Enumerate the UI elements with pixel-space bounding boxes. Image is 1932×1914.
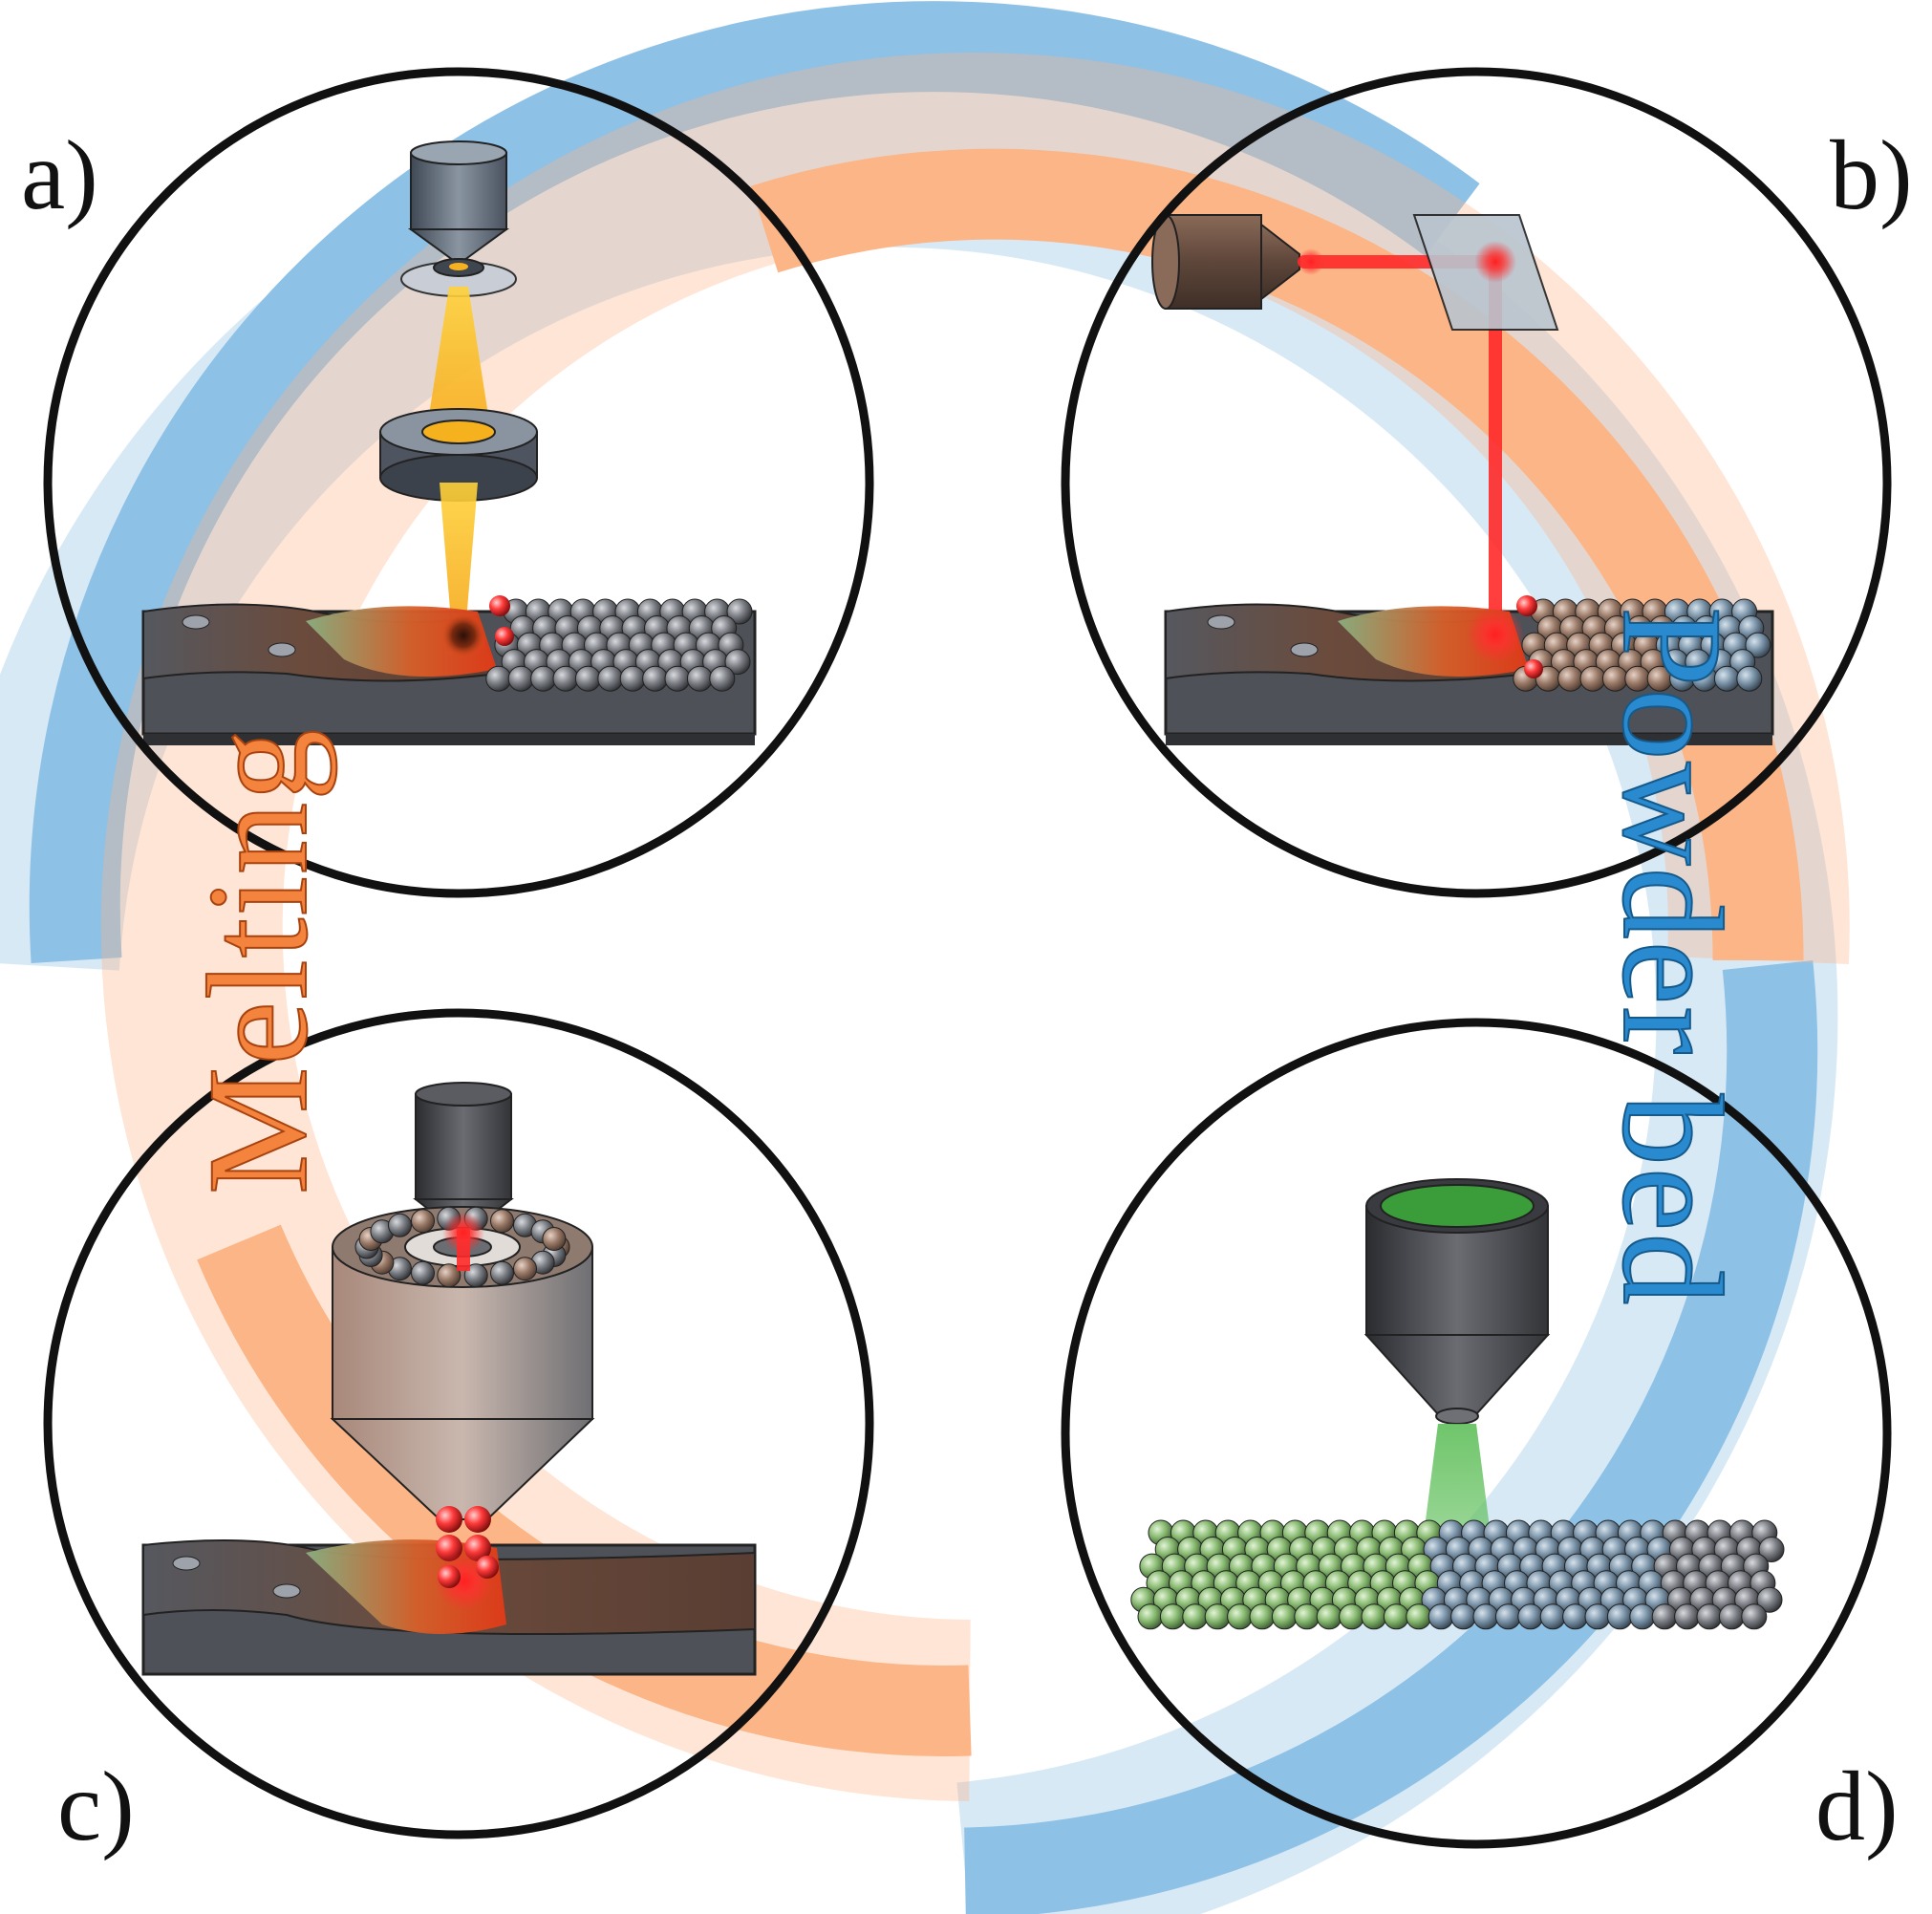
panel-c-circle (43, 1008, 874, 1839)
powder-particle (1428, 1603, 1454, 1630)
panel-circles (43, 67, 1892, 1849)
powder-particle (1736, 665, 1763, 692)
powder-particle (490, 1209, 514, 1234)
powder-particle (513, 1257, 537, 1281)
powder-particle (1741, 1603, 1768, 1630)
powder-particle (437, 1263, 462, 1288)
panel-c-directed-energy-deposition (141, 1082, 757, 1676)
powder-particle (1294, 1603, 1320, 1630)
powder-particle (463, 1263, 488, 1288)
powder-particle (1517, 1603, 1544, 1630)
powder-particle (664, 665, 691, 692)
powder-particle (1204, 1603, 1231, 1630)
panel-d-circle (1061, 1018, 1892, 1849)
powder-particle (1629, 1603, 1656, 1630)
laser-focus-glow (442, 1212, 484, 1254)
powder-particle (1450, 1603, 1477, 1630)
panel-a-electron-beam-melting (141, 140, 757, 745)
powder-particle (1383, 1603, 1409, 1630)
powder-particle (1651, 1603, 1678, 1630)
heated-particle (495, 627, 514, 646)
powder-particle (388, 1213, 412, 1237)
heated-particle (1516, 595, 1537, 616)
panel-c-label: c) (57, 1752, 135, 1861)
powder-particle (1557, 665, 1584, 692)
powder-particle (597, 665, 624, 692)
panel-d-green-laser-powder-bed (1130, 1178, 1785, 1630)
green-laser-icon (1363, 1178, 1551, 1425)
powder-particle (1674, 1603, 1701, 1630)
powder-particle (1316, 1603, 1342, 1630)
powder-particle (574, 665, 601, 692)
heated-particle (489, 595, 510, 616)
powder-particle (411, 1260, 435, 1285)
powder-particle (709, 665, 736, 692)
nozzle-powder-ring (354, 1206, 570, 1288)
powder-particle (1249, 1603, 1276, 1630)
panel-b-label: b) (1830, 120, 1913, 230)
powder-particle (1406, 1603, 1432, 1630)
melting-label: Melting (179, 727, 337, 1194)
powder-bed-grey (485, 598, 753, 692)
powder-particle (490, 1260, 514, 1285)
laser-source-icon (1151, 214, 1300, 310)
powder-particle (1696, 1603, 1723, 1630)
powder-particle (1227, 1603, 1254, 1630)
substrate-block (1164, 603, 1774, 745)
powder-particle (1271, 1603, 1298, 1630)
powder-particle (686, 665, 713, 692)
powder-particle (552, 665, 579, 692)
powder-particle (1472, 1603, 1499, 1630)
powder-particle (619, 665, 646, 692)
powder-particle (542, 1227, 567, 1251)
panel-d-label: d) (1815, 1752, 1899, 1861)
deflection-coil-icon (379, 408, 538, 502)
powder-particle (1745, 632, 1771, 658)
panel-b-laser-powder-bed-fusion (1151, 214, 1774, 745)
heated-particle (1524, 659, 1543, 678)
scan-mirror-icon (1412, 214, 1559, 331)
powder-particle (485, 665, 512, 692)
powder-particle (411, 1209, 435, 1234)
powder-particle (1539, 1603, 1566, 1630)
powder-particle (530, 665, 557, 692)
powder-particle (1758, 1537, 1785, 1562)
powder-particle (1137, 1603, 1164, 1630)
powder-particle (1159, 1603, 1186, 1630)
panel-a-label: a) (21, 120, 98, 230)
powder-particle (1584, 1603, 1611, 1630)
powder-particle (726, 598, 753, 625)
electron-beam-lower (440, 483, 478, 635)
panel-a-circle (43, 67, 874, 898)
powder-bed-ring-stripe-top (29, 1, 1480, 963)
powder-bed-green-blue (1130, 1519, 1785, 1630)
electron-gun-icon (407, 140, 510, 264)
powder-particle (1339, 1603, 1365, 1630)
powder-particle (1562, 1603, 1589, 1630)
electron-beam (425, 287, 492, 449)
powder-particle (1361, 1603, 1387, 1630)
powder-particle (507, 665, 534, 692)
panel-b-circle (1061, 67, 1892, 898)
powder-bed-brown-blue (1513, 598, 1771, 692)
deposited-particles (436, 1506, 499, 1610)
powder-particle (1494, 1603, 1521, 1630)
powder-particle (642, 665, 669, 692)
powder-particle (1182, 1603, 1209, 1630)
powder-bed-label: Powder bed (1593, 607, 1751, 1306)
powder-particle (1606, 1603, 1633, 1630)
powder-particle (1756, 1586, 1783, 1613)
powder-particle (1718, 1603, 1745, 1630)
powder-particle (724, 649, 751, 676)
